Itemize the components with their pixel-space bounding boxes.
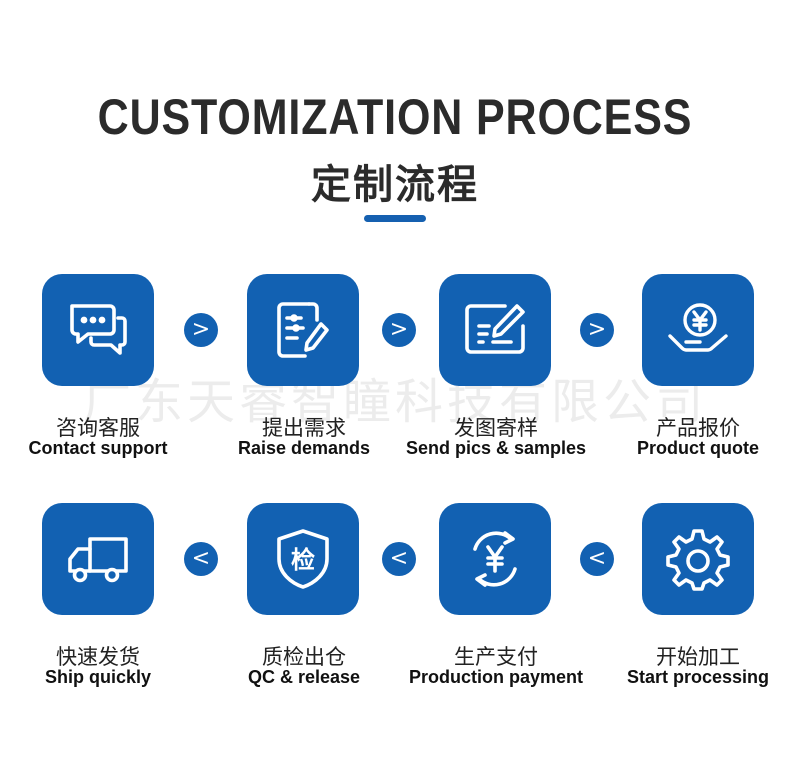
yen-hand-icon [668, 303, 728, 352]
step-label-cn: 开始加工 [656, 645, 740, 669]
step-label-cn: 发图寄样 [454, 416, 538, 440]
step-tile [642, 274, 754, 386]
step-label-cn: 咨询客服 [56, 416, 140, 440]
notepad-pen-icon [277, 302, 329, 358]
step-tile [42, 274, 154, 386]
picture-edit-icon [465, 304, 525, 354]
step-label-en: Start processing [626, 667, 770, 687]
arrow-backward-icon: < [184, 542, 218, 576]
arrow-backward-icon: < [382, 542, 416, 576]
chat-bubbles-icon [70, 304, 127, 355]
step-label-en: Production payment [408, 667, 583, 687]
step-label-en: Contact support [28, 438, 168, 458]
inspection-shield-icon: 检 [277, 529, 329, 589]
yen-cycle-icon [473, 531, 517, 587]
arrow-forward-icon: > [580, 313, 614, 347]
step-label-en: Product quote [637, 438, 759, 458]
step-label-en: Ship quickly [44, 667, 152, 687]
delivery-truck-icon [68, 537, 128, 583]
step-tile [439, 503, 551, 615]
step-label-cn: 产品报价 [656, 416, 740, 440]
step-tile [42, 503, 154, 615]
step-tile [439, 274, 551, 386]
gear-icon [666, 529, 730, 591]
step-label-en: Send pics & samples [405, 438, 587, 458]
step-label-en: QC & release [247, 667, 361, 687]
step-tile [642, 503, 754, 615]
arrow-backward-icon: < [580, 542, 614, 576]
step-tile [247, 274, 359, 386]
arrow-forward-icon: > [382, 313, 416, 347]
step-label-en: Raise demands [237, 438, 371, 458]
page-title-cn: 定制流程 [311, 162, 479, 208]
arrow-forward-icon: > [184, 313, 218, 347]
page-title-en: CUSTOMIZATION PROCESS [97, 89, 693, 145]
step-label-cn: 质检出仓 [262, 645, 346, 669]
title-underline [364, 215, 426, 222]
step-label-cn: 快速发货 [56, 645, 140, 669]
step-tile: 检 [247, 503, 359, 615]
step-label-cn: 生产支付 [454, 645, 538, 669]
svg-text:检: 检 [291, 546, 315, 574]
step-label-cn: 提出需求 [262, 416, 346, 440]
